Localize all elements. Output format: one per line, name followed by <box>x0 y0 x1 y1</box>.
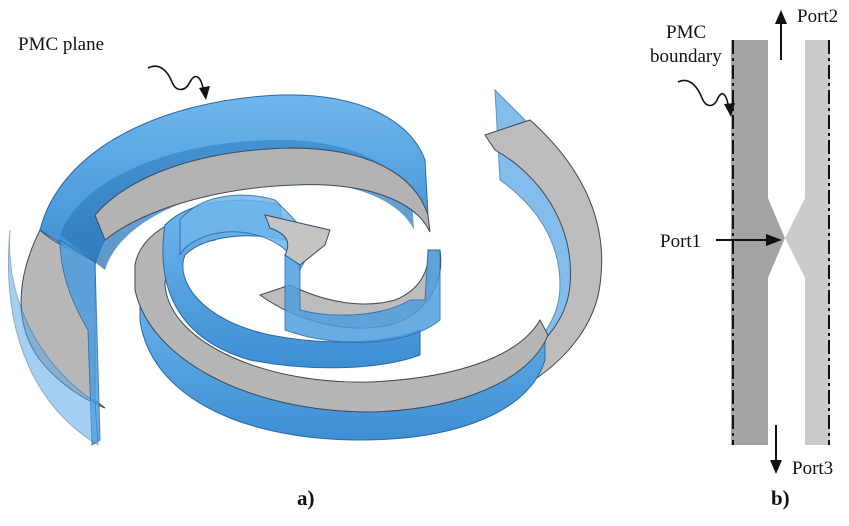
panel-a-spiral: PMC plane a) <box>7 34 603 510</box>
pmc-boundary-label-line2: boundary <box>650 46 722 67</box>
pmc-plane-pointer-head <box>199 86 210 100</box>
conductor-outer-top <box>94 147 431 241</box>
port1-label: Port1 <box>660 231 701 252</box>
conductor-inner-hook-left <box>264 214 331 266</box>
strip-right <box>785 40 830 445</box>
pmc-boundary-label-line1: PMC <box>666 22 706 43</box>
panel-b-caption: b) <box>771 486 790 510</box>
port3-arrow-head <box>770 460 782 474</box>
port2-label: Port2 <box>797 6 838 27</box>
port1-arrow-head <box>766 234 782 246</box>
port2-arrow-head <box>775 10 787 24</box>
pmc-plane-left-tail <box>7 229 99 446</box>
port3-label: Port3 <box>792 458 833 479</box>
pmc-plane-label: PMC plane <box>18 34 104 55</box>
pmc-plane-left-strip <box>59 239 101 446</box>
pmc-plane-inner-right-wall <box>284 249 441 343</box>
pmc-plane-pointer <box>147 65 206 97</box>
panel-a-caption: a) <box>297 486 315 510</box>
pmc-boundary-pointer <box>677 79 731 113</box>
coupling-notch <box>768 198 805 278</box>
boundary-strip-left <box>731 40 785 445</box>
pmc-boundary-pointer-head <box>724 103 735 117</box>
panel-b-layout: Port2 Port3 Port1 PMC boundary b) <box>650 6 838 510</box>
